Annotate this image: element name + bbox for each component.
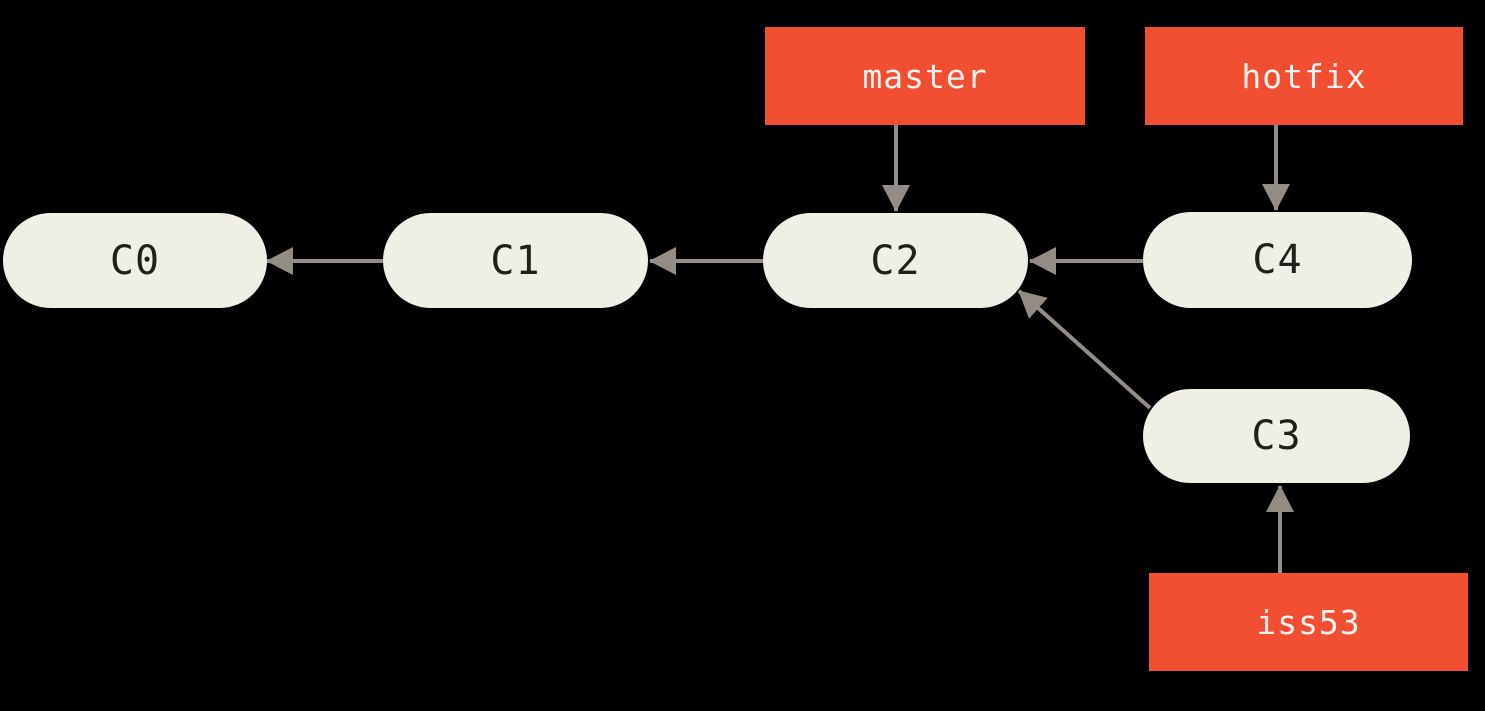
edge-c3-to-c2-arrow xyxy=(1017,289,1152,410)
branch-label-iss53-text: iss53 xyxy=(1256,602,1361,642)
commit-node-c3-label: C3 xyxy=(1251,413,1302,459)
commit-node-c0-label: C0 xyxy=(109,237,161,284)
commit-node-c4: C4 xyxy=(1143,212,1412,308)
branch-label-master: master xyxy=(765,27,1085,125)
branch-label-master-text: master xyxy=(862,56,988,96)
commit-node-c4-label: C4 xyxy=(1252,237,1303,283)
commit-node-c0: C0 xyxy=(3,213,267,308)
commit-node-c2: C2 xyxy=(763,213,1028,308)
commit-node-c1: C1 xyxy=(383,213,648,308)
commit-node-c3: C3 xyxy=(1143,389,1410,483)
commit-node-c1-label: C1 xyxy=(490,237,541,284)
commit-node-c2-label: C2 xyxy=(870,237,921,284)
branch-label-iss53: iss53 xyxy=(1149,573,1468,671)
branch-label-hotfix-text: hotfix xyxy=(1241,56,1367,96)
branch-label-hotfix: hotfix xyxy=(1145,27,1463,125)
